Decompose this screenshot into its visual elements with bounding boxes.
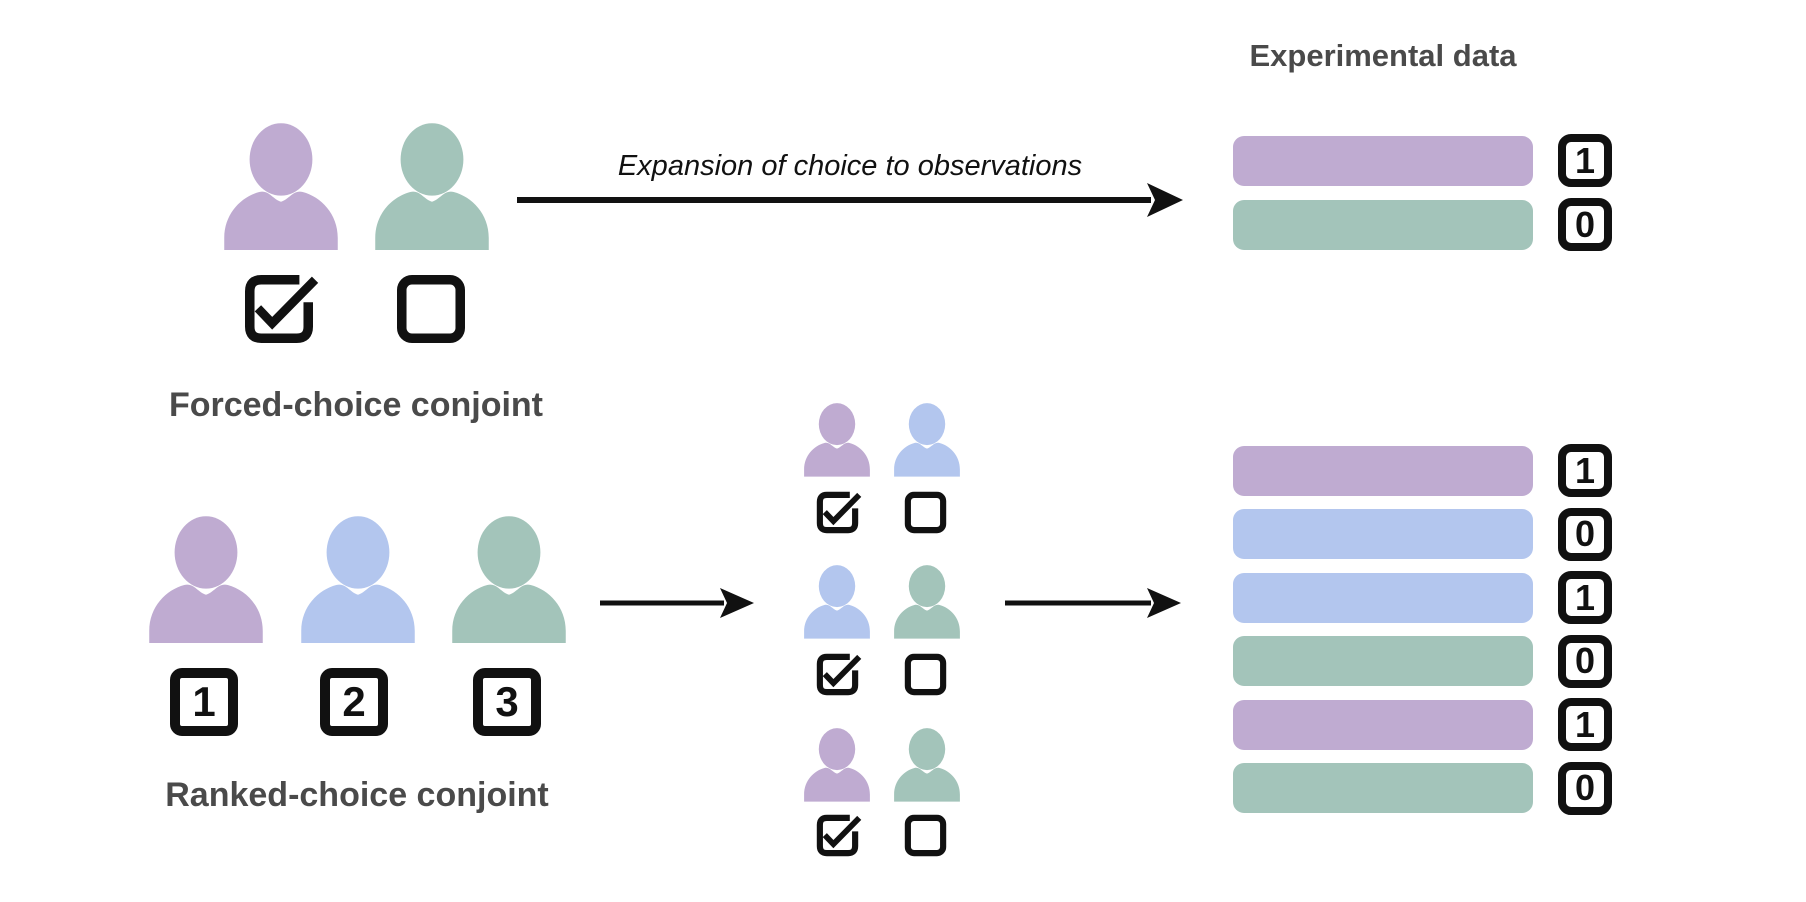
forced-choice-label: Forced-choice conjoint — [168, 386, 544, 424]
data-row: 1 — [1233, 444, 1612, 497]
person-icon — [145, 515, 267, 643]
outcome-value: 1 — [1574, 139, 1596, 181]
expansion-caption: Expansion of choice to observations — [617, 150, 1083, 182]
outcome-value-box: 0 — [1558, 507, 1612, 561]
person-icon — [892, 727, 962, 802]
person-icon — [802, 564, 872, 639]
outcome-value: 1 — [1574, 703, 1596, 745]
rank-box: 1 — [170, 668, 238, 736]
checkbox-empty-icon — [904, 814, 947, 857]
data-row: 0 — [1233, 507, 1612, 561]
person-icon — [448, 515, 570, 643]
right-arrow-icon — [1005, 588, 1181, 618]
experimental-data-title: Experimental data — [1249, 38, 1517, 73]
data-row: 0 — [1233, 634, 1612, 688]
outcome-value: 0 — [1574, 203, 1596, 245]
person-icon — [802, 727, 872, 802]
person-icon — [297, 515, 419, 643]
data-row: 1 — [1233, 698, 1612, 751]
checkbox-checked-icon — [816, 653, 862, 696]
outcome-value: 0 — [1574, 513, 1596, 554]
right-arrow-icon — [517, 183, 1183, 217]
outcome-value-box: 1 — [1558, 571, 1612, 624]
observation-bar — [1233, 509, 1533, 559]
person-icon — [892, 402, 962, 477]
checkbox-checked-icon — [245, 275, 319, 343]
observation-bar — [1233, 445, 1533, 496]
right-arrow-icon — [600, 588, 754, 618]
outcome-value: 1 — [1574, 576, 1596, 618]
checkbox-checked-icon — [816, 814, 862, 857]
data-row: 1 — [1233, 571, 1612, 624]
observation-bar — [1233, 572, 1533, 623]
checkbox-checked-icon — [816, 491, 862, 534]
outcome-value-box: 1 — [1558, 134, 1612, 187]
experimental-data-bottom-rows: 1 0 1 0 1 — [1233, 444, 1612, 825]
person-icon — [802, 402, 872, 477]
observation-bar — [1233, 763, 1533, 813]
person-icon — [892, 564, 962, 639]
outcome-value-box: 0 — [1558, 198, 1612, 251]
person-icon — [220, 122, 342, 250]
checkbox-empty-icon — [904, 653, 947, 696]
observation-bar — [1233, 199, 1533, 250]
outcome-value-box: 1 — [1558, 698, 1612, 751]
rank-value: 2 — [342, 678, 366, 725]
observation-bar — [1233, 636, 1533, 686]
outcome-value-box: 1 — [1558, 444, 1612, 497]
outcome-value: 1 — [1574, 449, 1596, 491]
checkbox-empty-icon — [397, 275, 465, 343]
observation-bar — [1233, 699, 1533, 750]
data-row: 0 — [1233, 761, 1612, 815]
rank-value: 3 — [495, 678, 519, 725]
data-row: 0 — [1233, 198, 1612, 251]
checkbox-empty-icon — [904, 491, 947, 534]
outcome-value-box: 0 — [1558, 761, 1612, 815]
rank-box: 3 — [473, 668, 541, 736]
rank-value: 1 — [192, 678, 216, 725]
experimental-data-top-rows: 1 0 — [1233, 134, 1612, 262]
ranked-choice-label: Ranked-choice conjoint — [165, 776, 549, 814]
rank-box: 2 — [320, 668, 388, 736]
outcome-value: 0 — [1574, 640, 1596, 681]
outcome-value: 0 — [1574, 767, 1596, 808]
data-row: 1 — [1233, 134, 1612, 187]
outcome-value-box: 0 — [1558, 634, 1612, 688]
observation-bar — [1233, 135, 1533, 186]
person-icon — [371, 122, 493, 250]
